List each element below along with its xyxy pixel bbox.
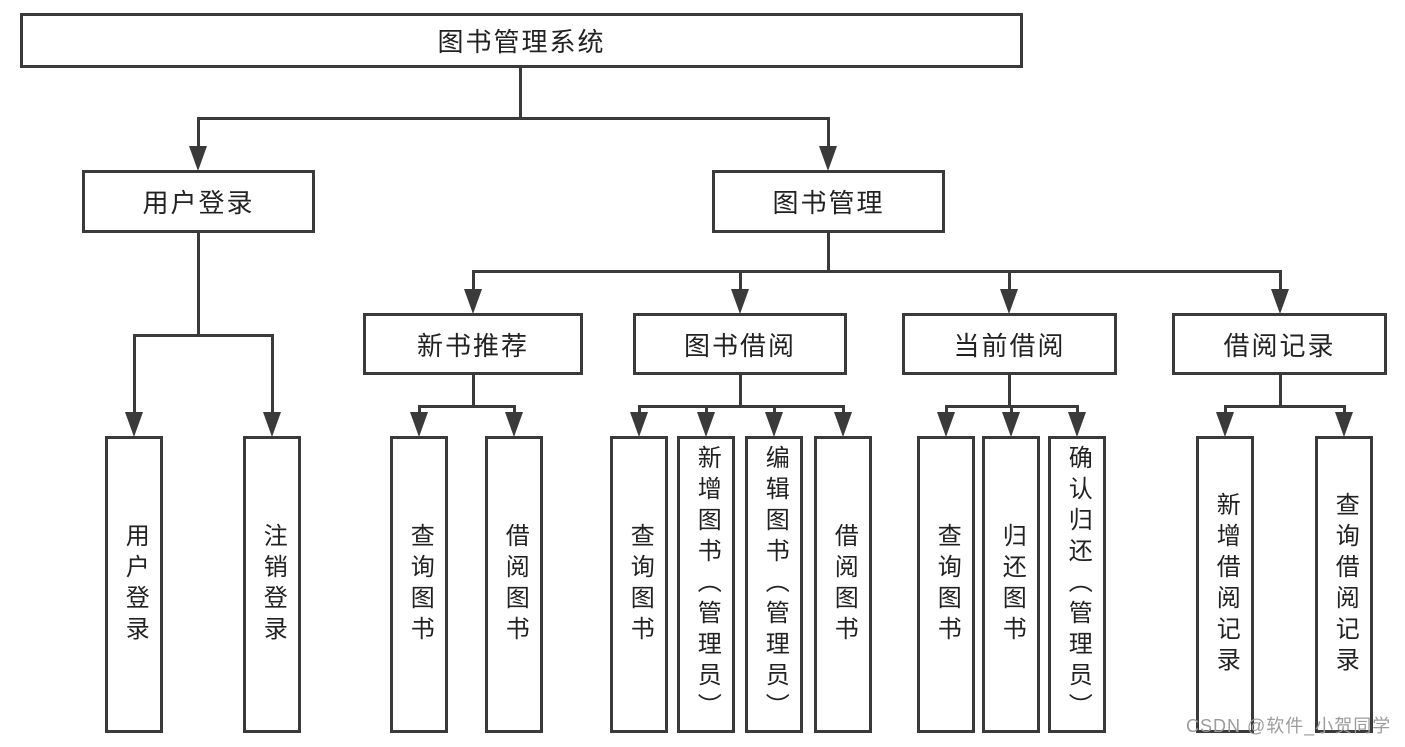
arrow-to-leaf-bb-edit [765,412,783,437]
leaf-bb-add-books-admin-label: 新增图书（管理员） [693,445,721,724]
arrow-to-borrow-records [1271,289,1289,314]
node-new-book-recommend-label: 新书推荐 [416,330,529,361]
connector-book-management-stem [827,232,830,273]
leaf-br-query-record-label: 查询借阅记录 [1331,491,1359,678]
leaf-nbr-borrow-books: 借阅图书 [485,436,543,733]
connector-to-book-management-line [827,117,830,149]
node-book-management-label: 图书管理 [772,188,885,218]
node-borrow-records-label: 借阅记录 [1223,330,1336,361]
leaf-cb-return-books-label: 归还图书 [998,522,1026,647]
connector-to-leaf-nbr-query-line [418,405,421,415]
node-book-borrow-label: 图书借阅 [683,330,796,361]
connector-to-leaf-cb-confirm-line [1076,405,1079,415]
node-book-borrow: 图书借阅 [633,313,847,375]
connector-to-leaf-logout-line [271,334,274,414]
leaf-bb-query-books-label: 查询图书 [626,522,654,647]
connector-to-book-borrow-line [739,270,742,292]
arrow-to-leaf-logout [263,412,281,437]
connector-to-leaf-bb-borrow-line [842,405,845,415]
leaf-user-login-label: 用户登录 [121,522,149,647]
arrow-to-leaf-cb-return [1002,412,1020,437]
node-current-borrow-label: 当前借阅 [953,330,1066,361]
connector-to-user-login-line [197,117,200,149]
arrow-to-book-management [819,146,837,171]
connector-br-hbar [1224,405,1346,408]
connector-to-leaf-bb-query-line [638,405,641,415]
watermark: CSDN @软件_小贺同学 [1186,716,1392,736]
leaf-logout: 注销登录 [243,436,301,733]
arrow-to-new-book-recommend [464,289,482,314]
node-root-label: 图书管理系统 [437,27,606,57]
connector-br-stem [1279,375,1282,408]
node-user-login: 用户登录 [82,170,315,233]
connector-to-borrow-records-line [1279,270,1282,292]
connector-to-leaf-bb-add-line [705,405,708,415]
arrow-to-leaf-cb-query [937,412,955,437]
leaf-br-add-record: 新增借阅记录 [1196,436,1254,733]
node-borrow-records: 借阅记录 [1172,313,1387,375]
leaf-bb-add-books-admin: 新增图书（管理员） [677,436,735,733]
arrow-to-leaf-br-add [1216,412,1234,437]
connector-to-leaf-nbr-borrow-line [513,405,516,415]
connector-nbr-stem [472,375,475,408]
connector-to-leaf-cb-query-line [945,405,948,415]
leaf-cb-return-books: 归还图书 [982,436,1040,733]
arrow-to-leaf-bb-borrow [834,412,852,437]
leaf-bb-edit-books-admin: 编辑图书（管理员） [745,436,803,733]
arrow-to-leaf-nbr-query [410,412,428,437]
node-current-borrow: 当前借阅 [902,313,1117,375]
connector-user-login-hbar [133,334,274,337]
leaf-br-query-record: 查询借阅记录 [1315,436,1373,733]
leaf-logout-label: 注销登录 [259,522,287,647]
node-root: 图书管理系统 [20,13,1023,68]
leaf-bb-borrow-books: 借阅图书 [814,436,872,733]
connector-to-new-book-recommend-line [472,270,475,292]
arrow-to-leaf-nbr-borrow [505,412,523,437]
leaf-bb-borrow-books-label: 借阅图书 [830,522,858,647]
arrow-to-leaf-br-query [1335,412,1353,437]
connector-bb-stem [739,375,742,408]
leaf-nbr-query-books: 查询图书 [390,436,448,733]
connector-nbr-hbar [418,405,516,408]
leaf-br-add-record-label: 新增借阅记录 [1212,491,1240,678]
leaf-cb-query-books: 查询图书 [917,436,975,733]
arrow-to-user-login [189,146,207,171]
connector-to-leaf-br-query-line [1343,405,1346,415]
connector-to-leaf-user-login-line [133,334,136,414]
connector-to-leaf-br-add-line [1224,405,1227,415]
arrow-to-book-borrow [731,289,749,314]
connector-book-management-hbar [472,270,1282,273]
node-new-book-recommend: 新书推荐 [363,313,583,375]
leaf-cb-confirm-return-admin-label: 确认归还（管理员） [1064,445,1092,724]
arrow-to-leaf-bb-query [630,412,648,437]
leaf-cb-query-books-label: 查询图书 [933,522,961,647]
arrow-to-leaf-cb-confirm [1068,412,1086,437]
node-user-login-label: 用户登录 [142,188,255,218]
arrow-to-leaf-bb-add [697,412,715,437]
leaf-nbr-borrow-books-label: 借阅图书 [501,522,529,647]
leaf-user-login: 用户登录 [105,436,163,733]
connector-to-current-borrow-line [1008,270,1011,292]
connector-to-leaf-bb-edit-line [773,405,776,415]
arrow-to-current-borrow [1000,289,1018,314]
connector-root-stem [519,68,522,120]
leaf-bb-edit-books-admin-label: 编辑图书（管理员） [761,445,789,724]
leaf-bb-query-books: 查询图书 [610,436,668,733]
arrow-to-leaf-user-login [125,412,143,437]
connector-to-leaf-cb-return-line [1010,405,1013,415]
connector-user-login-stem [197,232,200,337]
connector-bb-hbar [638,405,845,408]
leaf-cb-confirm-return-admin: 确认归还（管理员） [1048,436,1106,733]
connector-root-hbar [197,117,830,120]
connector-cb-stem [1008,375,1011,408]
leaf-nbr-query-books-label: 查询图书 [406,522,434,647]
node-book-management: 图书管理 [712,170,945,233]
